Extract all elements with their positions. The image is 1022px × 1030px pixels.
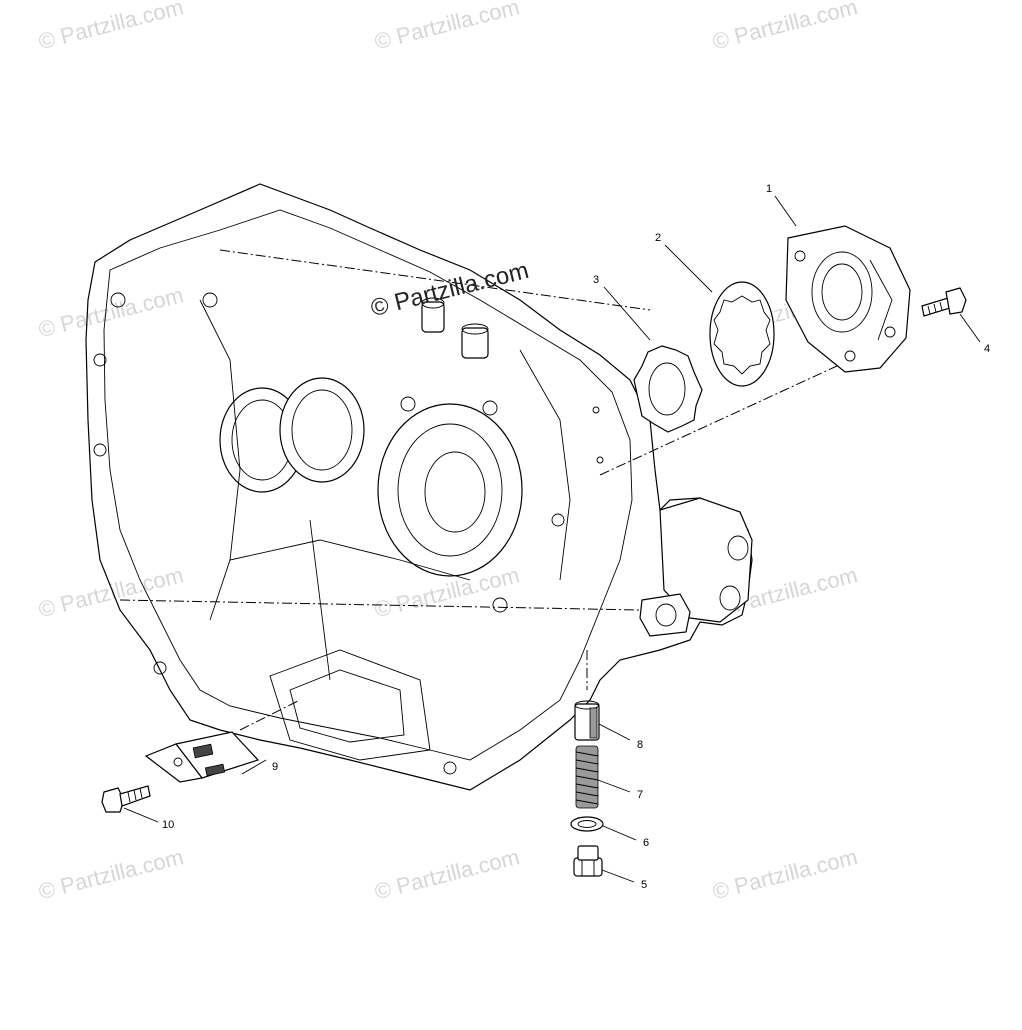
- flange-hole-3: [93, 353, 107, 367]
- pump-housing-port-1: [727, 535, 749, 561]
- crankcase-rib-2: [229, 539, 471, 581]
- crankcase-outer: [85, 183, 753, 791]
- part-1-pump-cover: [785, 225, 911, 373]
- flange-hole-12: [596, 456, 604, 464]
- screw-4-head: [945, 287, 967, 315]
- spring-coils: [575, 751, 599, 805]
- oil-screen-hole: [173, 757, 183, 767]
- outer-rotor-lobes: [713, 295, 771, 375]
- part-8-relief-valve: [574, 700, 600, 741]
- pump-housing-port-2: [719, 585, 741, 611]
- flange-hole-2: [202, 292, 218, 308]
- washer-inner: [577, 820, 597, 828]
- main-bore-inner: [397, 423, 503, 557]
- part-2-outer-rotor: [709, 281, 775, 387]
- flange-hole-9: [153, 661, 167, 675]
- part-10-screw: [101, 785, 151, 813]
- dowel-boss-1: [421, 301, 445, 333]
- callout-2: 2: [655, 232, 662, 244]
- part-4-screw: [921, 287, 967, 317]
- flange-hole-11: [592, 406, 600, 414]
- pump-cover-hole-1: [794, 250, 806, 262]
- leader-5: [601, 869, 635, 883]
- lower-pocket: [269, 649, 431, 761]
- callout-8: 8: [637, 739, 644, 751]
- part-3-inner-rotor: [633, 345, 703, 433]
- dowel-boss-1-top: [421, 297, 445, 309]
- leader-8: [598, 723, 631, 741]
- callout-4: 4: [984, 343, 991, 355]
- pump-cover-hole-2: [844, 350, 856, 362]
- inner-rotor-bore: [648, 362, 686, 416]
- washer-outer: [570, 816, 604, 832]
- leader-3: [603, 286, 651, 341]
- screw-4-thread: [927, 301, 943, 315]
- pump-cover-hole-3: [884, 326, 896, 338]
- axis-line-bottom: [119, 599, 641, 611]
- part-5-plug: [573, 845, 603, 877]
- screw-10-thread: [127, 787, 143, 803]
- leader-6: [602, 825, 637, 841]
- callout-6: 6: [643, 837, 650, 849]
- leader-7: [597, 779, 631, 793]
- oil-screen-mesh-2: [204, 763, 226, 777]
- leader-lines: [123, 195, 981, 883]
- plug-stem: [577, 845, 599, 861]
- part-7-spring: [575, 745, 599, 809]
- spring-body: [575, 745, 599, 809]
- leader-1: [774, 195, 797, 227]
- main-bore-hub: [424, 451, 486, 533]
- flange-hole-4: [93, 443, 107, 457]
- oil-screen-mesh-1: [192, 743, 214, 759]
- main-bore: [377, 403, 523, 577]
- crankcase: [85, 183, 851, 791]
- crankcase-rib-4: [519, 349, 571, 581]
- bearing-bore-mid: [279, 377, 365, 483]
- flange-hole-6: [400, 396, 416, 412]
- callout-7: 7: [637, 789, 644, 801]
- lower-pocket-inner: [289, 669, 405, 743]
- axis-line-top: [219, 249, 651, 311]
- leader-2: [664, 244, 713, 293]
- inner-rotor-body: [633, 345, 703, 433]
- part-6-washer: [570, 816, 604, 832]
- leader-9: [241, 759, 267, 775]
- dowel-boss-2: [461, 327, 489, 359]
- pump-outlet: [639, 593, 691, 637]
- plug-hex-faces: [581, 858, 595, 876]
- crankcase-flange: [103, 209, 633, 761]
- callout-1: 1: [766, 183, 773, 195]
- flange-hole-7: [551, 513, 565, 527]
- callout-5: 5: [641, 879, 648, 891]
- pump-cover-bore-inner: [821, 263, 863, 321]
- part-9-oil-screen: [144, 731, 260, 783]
- bearing-bore-mid-inner: [291, 389, 353, 471]
- pump-cover-rib: [869, 259, 893, 341]
- outer-rotor-ring: [709, 281, 775, 387]
- screw-4-shank: [921, 297, 951, 317]
- flange-hole-10: [443, 761, 457, 775]
- plug-hex: [573, 857, 603, 877]
- flange-hole-5: [482, 400, 498, 416]
- crankcase-rib-3: [309, 519, 331, 681]
- relief-valve-shade: [589, 707, 598, 739]
- dowel-boss-2-top: [461, 323, 489, 335]
- callout-9: 9: [272, 761, 279, 773]
- callout-10: 10: [162, 819, 175, 831]
- leader-4: [959, 313, 981, 343]
- axis-line-pump: [599, 359, 851, 476]
- pump-cover-bore: [811, 251, 873, 333]
- flange-hole-1: [110, 292, 126, 308]
- callout-3: 3: [593, 274, 600, 286]
- pump-cover-body: [785, 225, 911, 373]
- axis-line-screen: [239, 699, 301, 731]
- relief-valve-top: [574, 700, 600, 710]
- flange-hole-8: [492, 597, 508, 613]
- crankcase-rib-1: [199, 299, 241, 621]
- pump-outlet-port: [655, 603, 677, 627]
- screw-10-head: [101, 787, 125, 813]
- leader-10: [123, 807, 159, 823]
